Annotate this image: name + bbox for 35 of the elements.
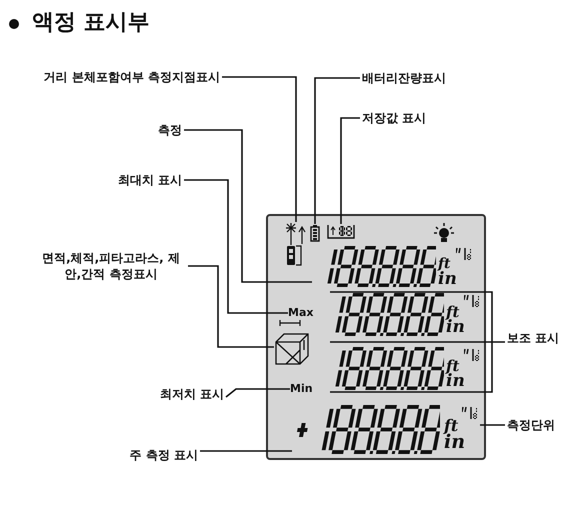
leader-line: [200, 450, 292, 452]
unit-label: ft: [446, 359, 460, 374]
callout-label: 최저치 표시: [130, 386, 224, 402]
callout-label: 주 측정 표시: [100, 447, 198, 463]
leader-line: [222, 76, 297, 222]
callout-label: 배터리잔량표시: [362, 70, 472, 86]
battery-icon: [310, 224, 320, 242]
mode-label: Max: [288, 306, 314, 320]
leader-line: [184, 129, 312, 283]
unit-label: ft: [446, 305, 460, 320]
callout-label: 측정단위: [507, 417, 571, 433]
callout-label: 보조 표시: [507, 330, 571, 346]
leader-line: [314, 77, 360, 224]
title: 액정 표시부: [32, 9, 150, 37]
leader-line: [480, 424, 505, 426]
unit-label: in: [444, 433, 466, 452]
leader-line: [184, 179, 288, 314]
memory-icon: [327, 224, 355, 240]
mode-label: Min: [290, 382, 313, 396]
leader-line: [188, 265, 274, 348]
reference-point-icon: [285, 222, 307, 266]
callout-label: 면적,체적,피타고라스, 제안,간적 측정표시: [36, 250, 186, 282]
callout-label: 측정: [130, 122, 182, 138]
unit-label: ft: [444, 418, 458, 434]
unit-label: in: [438, 271, 457, 288]
callout-label: 거리 본체포함여부 측정지점표시: [10, 69, 220, 85]
leader-line: [340, 117, 360, 224]
leader-line: [226, 388, 290, 398]
leader-line: [329, 291, 505, 393]
callout-label: 최대치 표시: [80, 172, 182, 188]
unit-label: ft: [438, 257, 450, 271]
lcd-panel: [266, 214, 486, 460]
callout-label: 저장값 표시: [362, 110, 472, 126]
unit-label: in: [446, 373, 465, 390]
unit-label: in: [446, 319, 465, 336]
